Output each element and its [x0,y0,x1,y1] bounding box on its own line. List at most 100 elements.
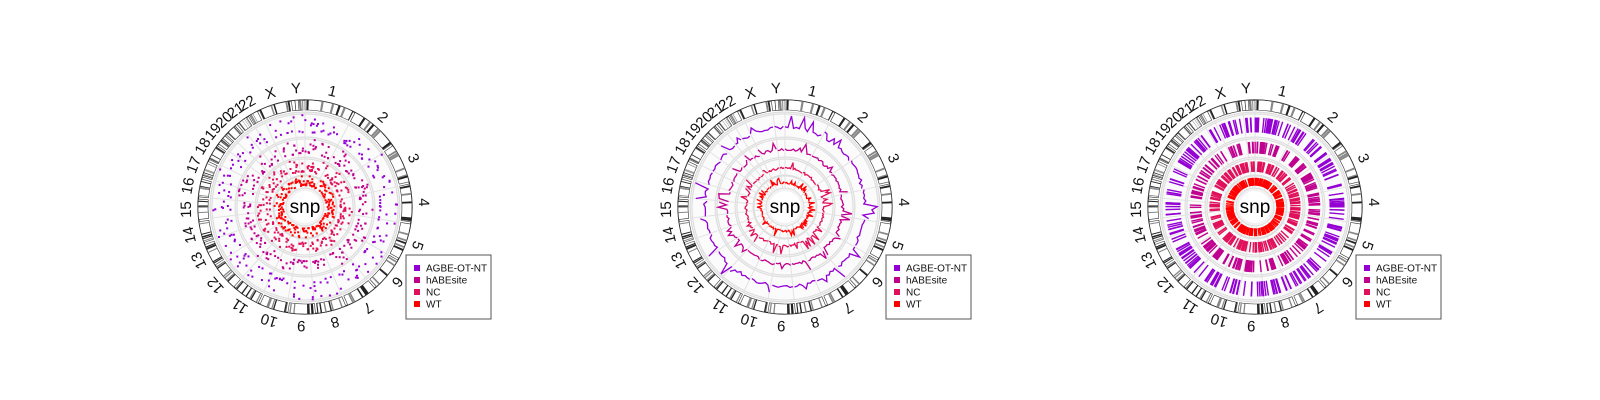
cytoband [1152,233,1162,238]
cytoband [739,109,746,120]
data-point-hABEsite [243,192,246,195]
rug-mark-AGBE-OT-NT [1326,226,1342,232]
data-point-AGBE-OT-NT [385,234,388,237]
data-point-WT [308,175,311,178]
data-point-WT [279,208,282,211]
cytoband [201,179,212,182]
chromosome-label: 21 [1174,99,1197,123]
data-point-AGBE-OT-NT [377,218,380,221]
data-point-hABEsite [325,151,328,154]
data-point-NC [268,199,271,202]
cytoband [207,247,218,254]
chromosome-label: 18 [672,135,695,158]
data-point-NC [295,170,298,173]
data-point-WT [291,181,294,184]
data-point-AGBE-OT-NT [255,139,258,142]
data-point-WT [302,230,305,233]
cytoband [881,216,892,220]
data-point-NC [342,217,345,220]
rug-mark-NC [1275,170,1284,180]
data-point-WT [331,212,334,215]
cytoband [701,140,710,147]
data-point-hABEsite [361,227,364,230]
cytoband [809,103,815,114]
cytoband [1223,104,1228,115]
chromosome-20-ideogram [227,123,244,141]
rug-mark-hABEsite [1190,195,1203,199]
data-point-AGBE-OT-NT [309,124,312,127]
rug-mark-NC [1246,162,1250,173]
data-point-WT [287,228,290,231]
data-point-NC [271,190,274,193]
data-point-hABEsite [323,263,326,266]
data-point-WT [322,182,325,185]
data-point-AGBE-OT-NT [391,191,394,194]
rug-mark-NC [1209,209,1220,212]
rug-mark-hABEsite [1238,143,1243,156]
rug-mark-AGBE-OT-NT [1317,157,1331,167]
rug-mark-AGBE-OT-NT [1327,223,1343,228]
data-point-hABEsite [274,150,277,153]
rug-mark-hABEsite [1286,249,1295,261]
rug-mark-NC [1289,212,1300,216]
rug-mark-NC [1259,161,1263,173]
rug-mark-AGBE-OT-NT [1288,272,1298,287]
rug-mark-hABEsite [1289,156,1298,167]
data-point-AGBE-OT-NT [320,295,323,298]
data-point-NC [325,167,328,170]
cytoband [259,109,266,120]
cytoband [204,169,215,174]
data-point-AGBE-OT-NT [327,133,330,136]
rug-mark-hABEsite [1280,253,1288,265]
chromosome-label: 7 [1310,298,1326,317]
cytoband [1351,201,1362,204]
data-point-hABEsite [259,245,262,248]
legend-label: hABEsite [906,276,948,287]
rug-mark-WT [1247,178,1251,187]
data-point-hABEsite [341,262,344,265]
cytoband [679,221,690,225]
data-point-hABEsite [249,203,252,206]
data-point-AGBE-OT-NT [246,136,249,139]
data-point-NC [284,173,287,176]
cytoband [298,100,300,111]
data-point-WT [329,199,332,202]
data-point-WT [287,220,290,223]
data-point-hABEsite [365,186,368,189]
cytoband [242,120,249,129]
chromosome-label: 4 [1365,198,1382,207]
cytoband [198,206,209,208]
sector-divider [224,216,290,259]
data-point-AGBE-OT-NT [232,233,235,236]
chromosome-label: 11 [229,295,251,318]
cytoband [1205,293,1212,303]
rug-mark-hABEsite [1244,259,1248,272]
data-point-WT [327,187,330,190]
data-point-AGBE-OT-NT [275,277,278,280]
chromosome-label: 16 [179,176,199,195]
cytoband [226,272,235,281]
cytoband [767,101,771,112]
rug-mark-NC [1244,162,1248,173]
data-point-WT [309,181,312,184]
chromosome-label: 13 [668,249,691,272]
cytoband [1149,185,1160,189]
rug-mark-NC [1231,167,1239,177]
cytoband [1321,276,1330,285]
data-point-AGBE-OT-NT [298,297,301,300]
cytoband [222,269,232,277]
rug-mark-AGBE-OT-NT [1261,281,1265,297]
chromosome-label: 18 [1142,135,1165,158]
data-point-WT [323,215,326,218]
data-point-AGBE-OT-NT [290,120,293,123]
chromosome-2-ideogram [350,112,392,151]
data-point-NC [329,179,332,182]
rug-mark-WT [1238,224,1244,232]
rug-mark-WT [1257,228,1260,236]
cytoband [850,128,860,138]
cytoband [722,120,729,129]
rug-mark-AGBE-OT-NT [1321,165,1336,174]
cytoband [1183,126,1191,135]
rug-mark-NC [1248,241,1252,253]
